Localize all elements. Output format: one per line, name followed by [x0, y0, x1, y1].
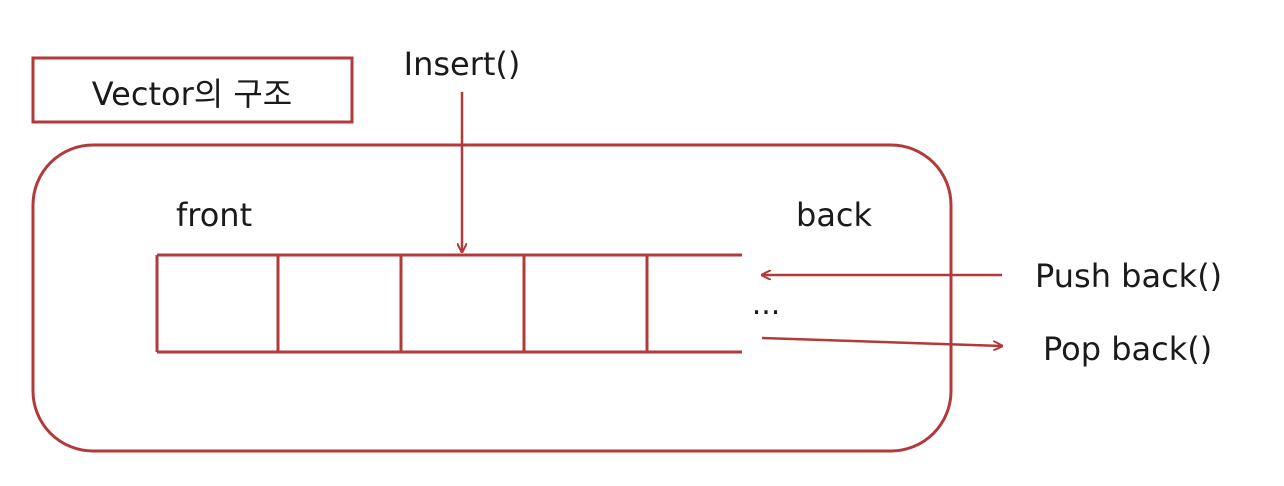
vector-cells [155, 253, 742, 354]
pop-back-label: Pop back() [1043, 330, 1212, 368]
title-box [31, 56, 354, 124]
insert-label: Insert() [404, 45, 521, 83]
vector-container [31, 143, 953, 453]
front-label: front [176, 196, 252, 234]
back-label: back [796, 196, 873, 234]
diagram-title: Vector의 구조 [92, 75, 292, 113]
ellipsis-label: ... [752, 287, 781, 322]
push-back-label: Push back() [1035, 257, 1222, 295]
pop-back-arrow [761, 336, 1002, 346]
